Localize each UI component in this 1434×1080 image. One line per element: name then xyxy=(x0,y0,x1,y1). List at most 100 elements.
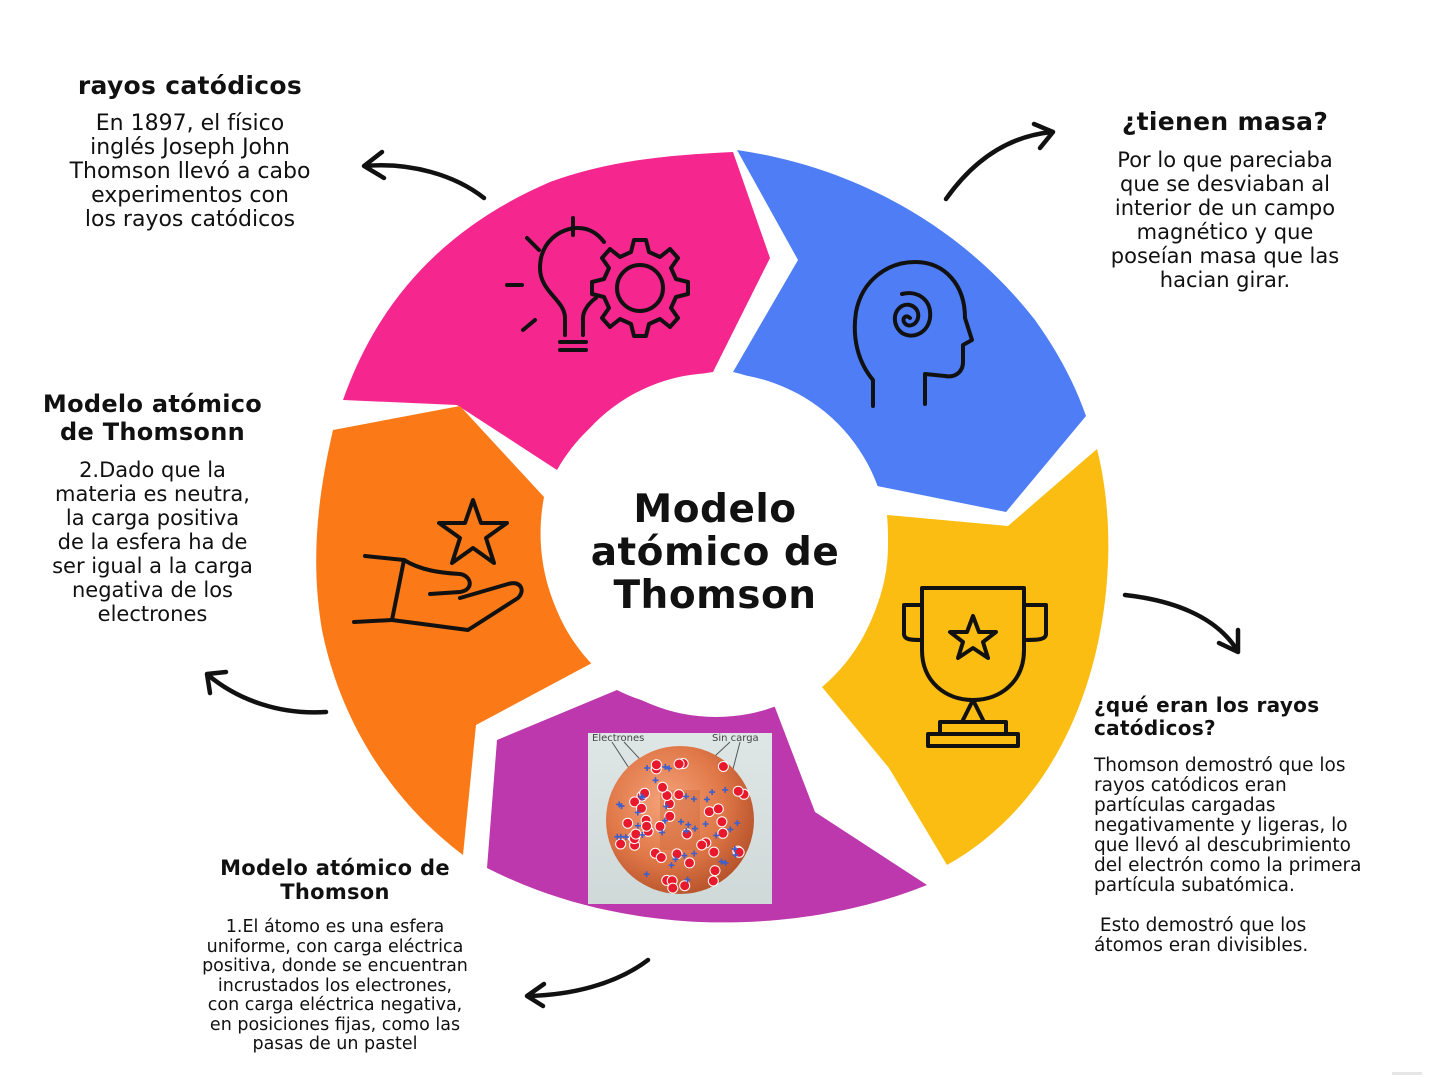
center-title-line: Modelo xyxy=(633,487,797,532)
arrow-to-modelo1 xyxy=(524,957,651,1009)
arrow-to-masa xyxy=(943,121,1056,202)
proton-plus xyxy=(683,828,690,835)
electron-dot xyxy=(657,781,668,793)
title-line: Modelo atómico de xyxy=(220,856,450,880)
electron-dot xyxy=(703,806,715,818)
proton-plus xyxy=(683,793,690,800)
title-line: catódicos? xyxy=(1094,716,1216,740)
text-line: Por lo que pareciaba xyxy=(1117,148,1333,172)
proton-plus xyxy=(616,801,623,808)
text-line: ser igual a la carga xyxy=(52,554,253,578)
block-title: Modelo atómico de Thomson xyxy=(165,856,505,904)
arrow-to-que xyxy=(1122,592,1241,655)
atom-sphere xyxy=(606,746,754,894)
photo-label-electrones: Electrones xyxy=(592,733,644,744)
text-line: materia es neutra, xyxy=(55,482,250,506)
electron-dot xyxy=(684,857,695,869)
proton-plus xyxy=(692,825,698,832)
text-line: en posiciones fijas, como las xyxy=(209,1014,461,1035)
electron-dot xyxy=(696,839,708,851)
text-line: la carga positiva xyxy=(65,506,240,530)
electron-dot xyxy=(707,875,719,887)
proton-plus xyxy=(659,829,666,836)
text-line: interior de un campo xyxy=(1114,196,1336,220)
electron-dot xyxy=(673,758,685,770)
proton-plus xyxy=(643,871,650,878)
segment-orange xyxy=(316,406,592,855)
proton-plus xyxy=(722,786,729,793)
center-title-line: Thomson xyxy=(613,573,817,618)
text-line: inglés Joseph John xyxy=(90,135,290,160)
proton-plus xyxy=(663,803,670,810)
atom-model-photo: Electrones Sin carga xyxy=(588,733,772,904)
text-line: 2.Dado que la xyxy=(79,458,226,482)
proton-plus xyxy=(644,765,651,771)
electron-dot xyxy=(708,846,720,858)
text-line: partícula subatómica. xyxy=(1094,875,1295,896)
block-text: En 1897, el físico inglés Joseph John Th… xyxy=(20,112,360,232)
proton-plus xyxy=(734,820,741,826)
electron-dot xyxy=(667,882,679,894)
arrow-to-modelo2 xyxy=(204,669,329,715)
center-title: Modelo atómico de Thomson xyxy=(560,488,870,617)
proton-plus xyxy=(702,821,709,827)
trophy-star-icon xyxy=(902,586,1048,748)
block-title: ¿tienen masa? xyxy=(1121,107,1329,136)
proton-plus xyxy=(662,763,669,770)
block-text: 1.El átomo es una esfera uniforme, con c… xyxy=(165,917,505,1055)
electron-dot xyxy=(709,865,721,877)
electron-dot xyxy=(650,759,662,771)
proton-plus xyxy=(709,789,716,796)
electron-dot xyxy=(641,820,653,832)
text-line: Thomson llevó a cabo xyxy=(69,159,311,184)
text-line: magnético y que xyxy=(1136,220,1314,244)
text-line: que se desviaban al xyxy=(1120,172,1330,196)
electron-dot xyxy=(622,817,634,829)
text-line: los rayos catódicos xyxy=(84,207,296,232)
proton-plus xyxy=(662,817,668,824)
electron-dot xyxy=(712,803,724,815)
electron-dot xyxy=(673,789,685,801)
proton-plus xyxy=(727,826,734,833)
text-line: Esto demostró que los xyxy=(1099,915,1307,936)
photo-label-sin-carga: Sin carga xyxy=(712,733,759,744)
text-line: que llevó al descubrimiento xyxy=(1094,835,1351,856)
proton-plus xyxy=(614,833,621,840)
electron-dot xyxy=(717,761,729,772)
proton-plus xyxy=(731,845,738,852)
proton-plus xyxy=(718,858,725,865)
electron-dot xyxy=(679,880,691,892)
electron-dot xyxy=(636,802,647,814)
proton-plus xyxy=(691,850,698,857)
text-line: pasas de un pastel xyxy=(252,1034,418,1054)
text-line: poseían masa que las xyxy=(1110,244,1340,268)
electron-dot xyxy=(615,838,627,850)
proton-plus xyxy=(685,821,692,828)
block-tienen-masa: ¿tienen masa? Por lo que pareciaba que s… xyxy=(1070,107,1380,293)
proton-plus xyxy=(668,862,675,869)
proton-plus xyxy=(622,834,629,841)
electron-dot xyxy=(732,785,744,797)
proton-plus xyxy=(638,793,645,800)
proton-plus xyxy=(704,796,710,803)
center-title-line: atómico de xyxy=(590,530,840,575)
proton-plus xyxy=(690,796,697,802)
text-line: En 1897, el físico xyxy=(95,111,285,136)
text-line: hacian girar. xyxy=(1159,268,1291,292)
lightbulb-gear-icon xyxy=(505,216,690,352)
text-line: negativa de los xyxy=(71,578,234,602)
text-line: Thomson demostró que los xyxy=(1094,755,1346,776)
block-title: rayos catódicos xyxy=(77,71,303,100)
block-modelo-thomsonn: Modelo atómico de Thomsonn 2.Dado que la… xyxy=(10,390,295,626)
arrow-to-rayos xyxy=(361,149,487,201)
block-que-eran-rayos: ¿qué eran los rayos catódicos? Thomson d… xyxy=(1094,694,1424,956)
block-rayos-catodicos: rayos catódicos En 1897, el físico inglé… xyxy=(20,72,360,232)
text-line: negativamente y ligeras, lo xyxy=(1094,815,1348,836)
center-circle xyxy=(544,373,888,717)
text-line: experimentos con xyxy=(91,183,289,208)
segment-yellow xyxy=(822,449,1109,865)
proton-plus xyxy=(722,859,729,866)
proton-plus xyxy=(684,876,691,883)
block-text-conclusion: Esto demostró que los átomos eran divisi… xyxy=(1094,916,1424,956)
